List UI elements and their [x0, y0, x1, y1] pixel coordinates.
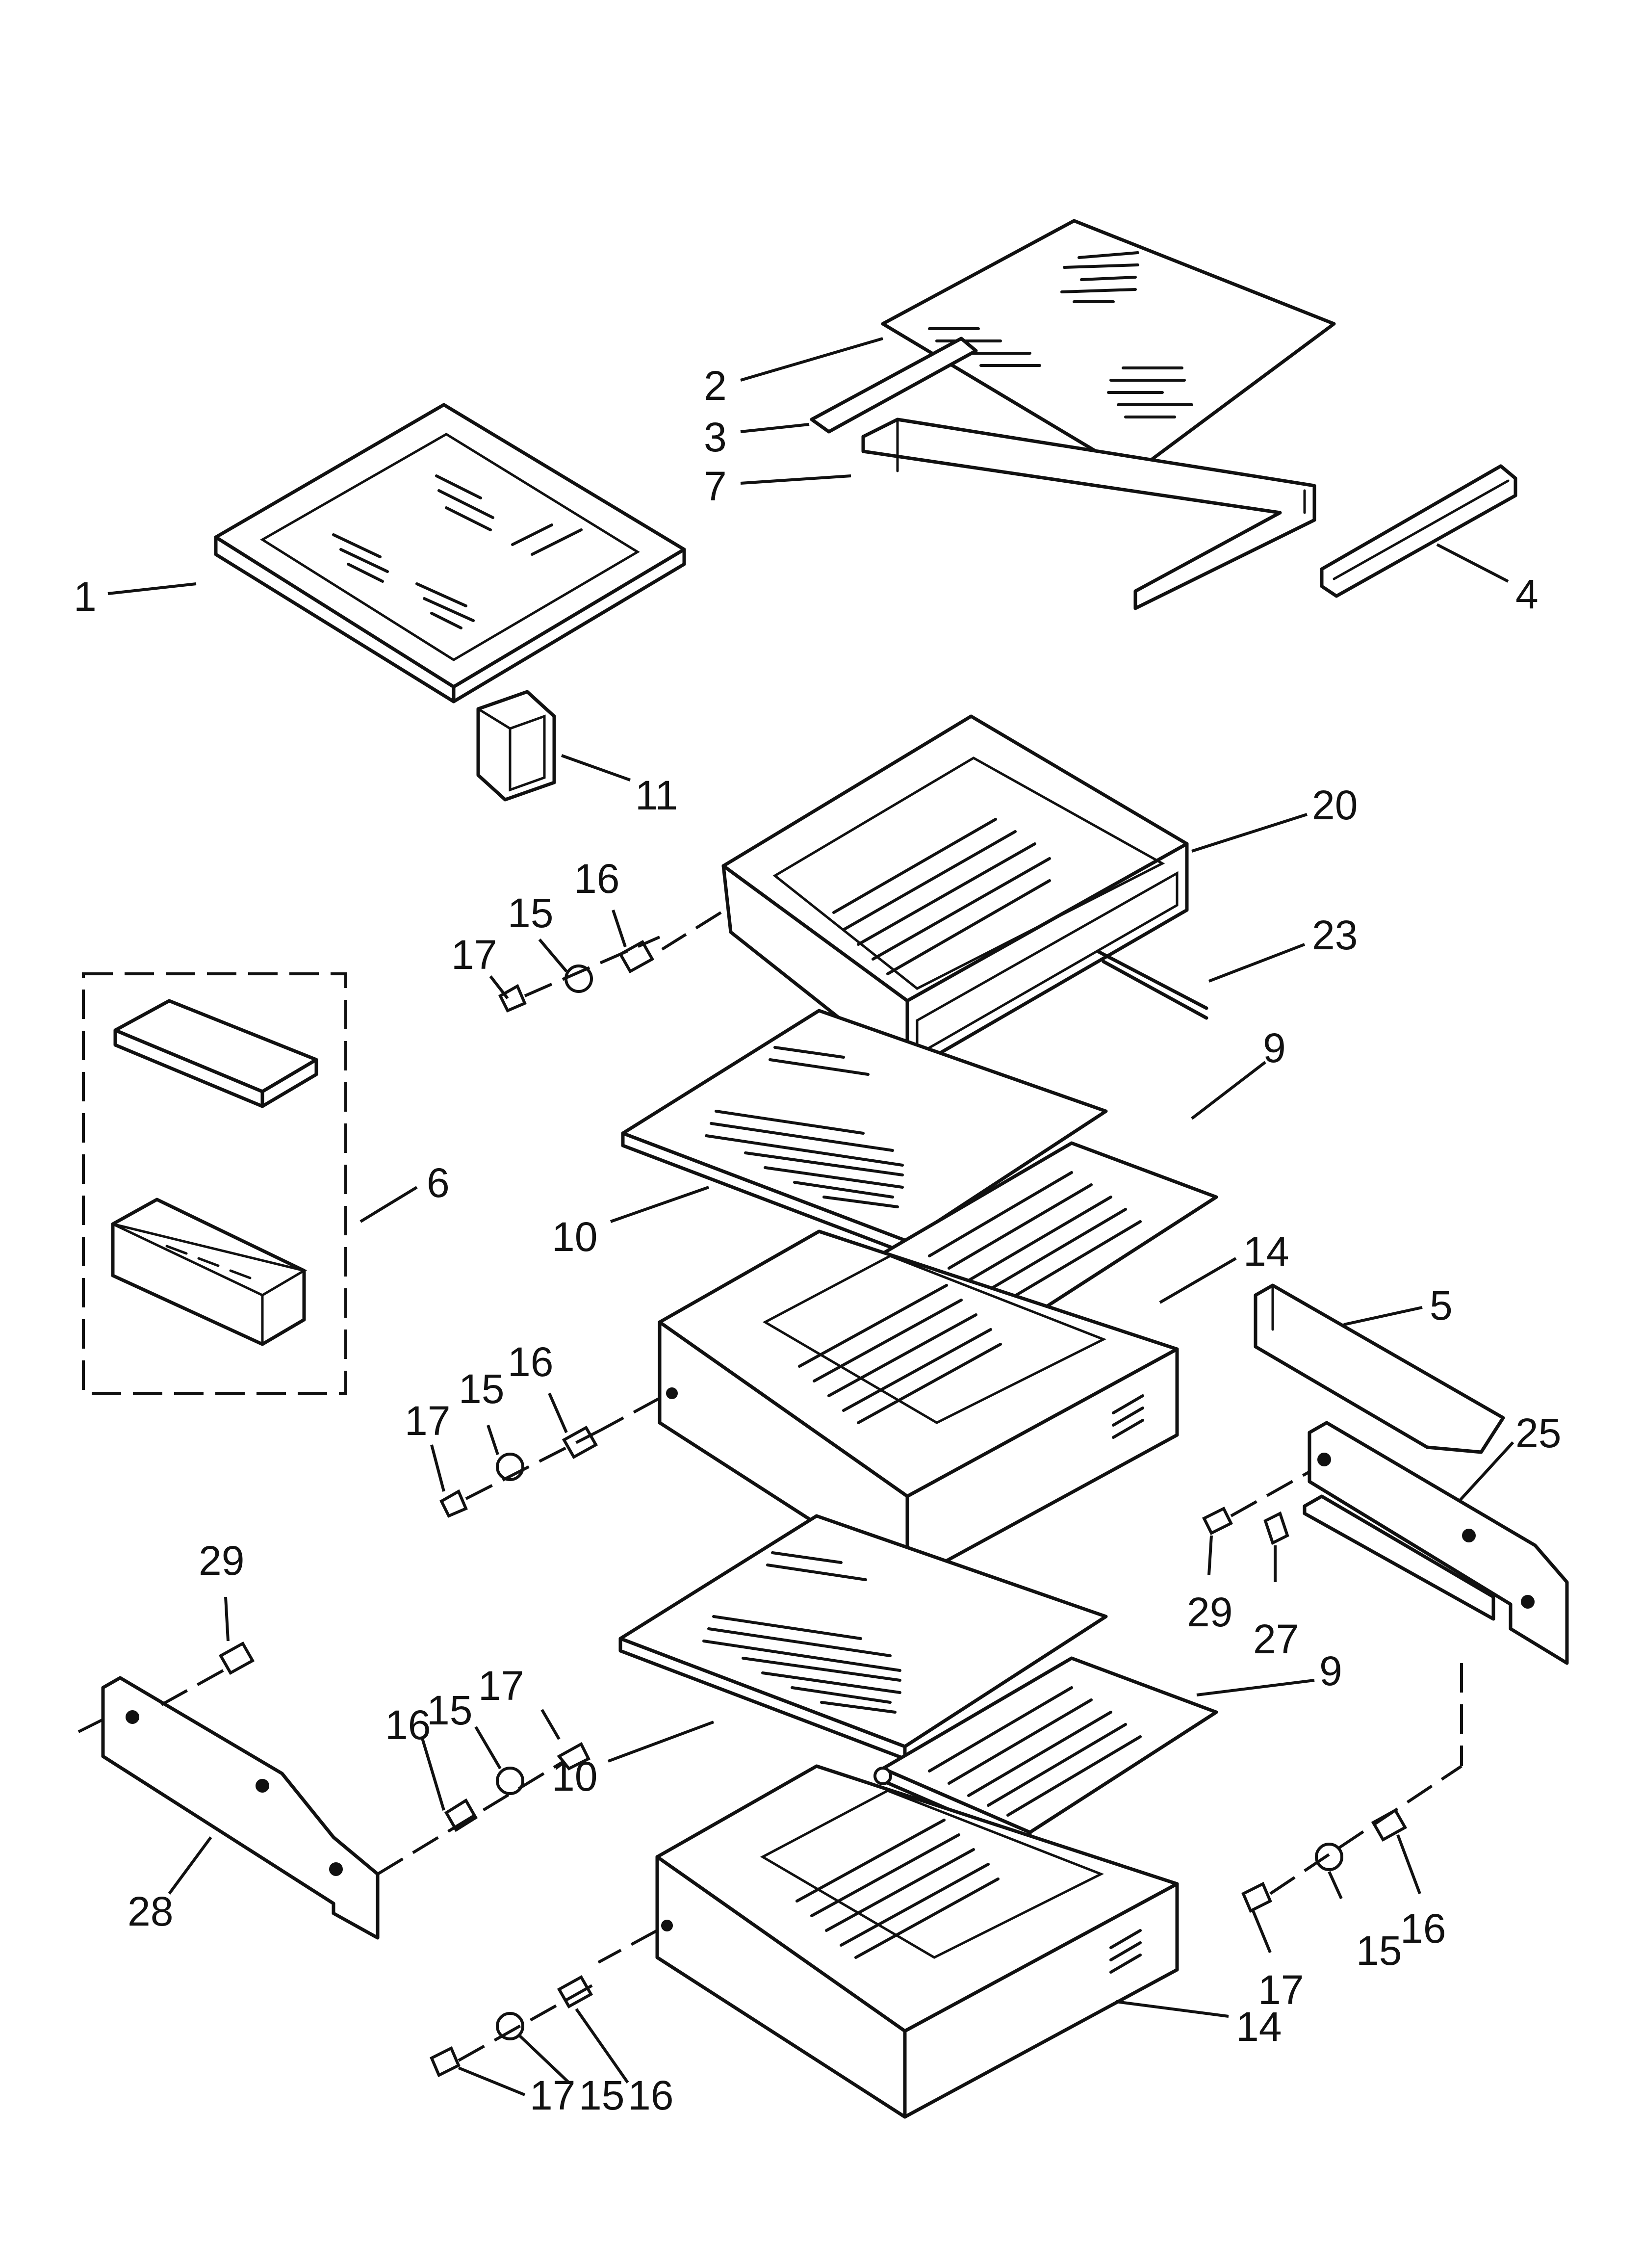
callout-27: 27	[1253, 1616, 1299, 1662]
callout-3: 3	[704, 414, 727, 460]
callout-29: 29	[199, 1538, 244, 1584]
callout-1: 1	[74, 574, 97, 620]
callout-10: 10	[552, 1753, 597, 1799]
bracket-part-11	[476, 690, 556, 802]
support-part-25	[1303, 1421, 1569, 1665]
crisper-part-20	[661, 714, 1189, 1074]
callout-14: 14	[1243, 1228, 1289, 1275]
rail-part-4	[1320, 464, 1517, 598]
callout-17: 17	[1258, 1967, 1304, 2013]
callout-15: 15	[459, 1366, 504, 1412]
frame-part-7	[810, 337, 1316, 610]
callout-4: 4	[1515, 571, 1539, 617]
callout-11: 11	[635, 772, 678, 818]
callout-16: 16	[385, 1702, 431, 1748]
hardware-part-27	[1263, 1511, 1289, 1545]
crisper-part-14-upper	[600, 1229, 1179, 1584]
callout-17: 17	[451, 932, 497, 978]
callout-15: 15	[579, 2072, 624, 2118]
hardware-stack-middle	[439, 1425, 602, 1518]
callout-7: 7	[704, 463, 727, 509]
leader-lines	[107, 337, 1514, 2096]
callout-20: 20	[1312, 782, 1358, 828]
callout-9: 9	[1263, 1025, 1286, 1071]
callout-6: 6	[427, 1160, 450, 1206]
callout-17: 17	[405, 1398, 450, 1444]
bin-kit-part-6	[82, 972, 347, 1395]
callout-15: 15	[1356, 1928, 1402, 1974]
hardware-stack-right-lower	[1241, 1765, 1462, 1913]
callout-25: 25	[1515, 1410, 1561, 1456]
callout-16: 16	[508, 1339, 553, 1385]
hardware-part-29-right	[1202, 1470, 1310, 1536]
hardware-stack-left-lower	[377, 1742, 591, 1876]
shelf-part-2-glass	[881, 219, 1336, 475]
callout-9: 9	[1319, 1648, 1342, 1694]
callout-15: 15	[427, 1687, 472, 1733]
callout-2: 2	[704, 363, 727, 409]
callout-16: 16	[628, 2072, 673, 2118]
callout-5: 5	[1430, 1282, 1453, 1329]
callout-10: 10	[552, 1214, 597, 1260]
callout-15: 15	[508, 890, 553, 936]
support-part-28	[77, 1676, 380, 1940]
callout-17: 17	[478, 1663, 524, 1709]
hardware-part-29-left	[156, 1641, 255, 1709]
callout-16: 16	[574, 856, 619, 902]
shelf-part-10-upper	[621, 1009, 1108, 1255]
callout-28: 28	[128, 1888, 173, 1934]
callout-labels: 1 2 3 7 4 11 20 23 16 15 17 9 6 10 14 5 …	[74, 363, 1561, 2118]
rail-part-5	[1254, 1283, 1505, 1454]
callout-17: 17	[530, 2072, 575, 2118]
hardware-stack-lower	[430, 1975, 599, 2078]
shelf-part-1	[214, 403, 686, 704]
callout-23: 23	[1312, 912, 1358, 958]
rod-part-23	[1097, 950, 1208, 1020]
crisper-part-14-lower	[597, 1764, 1179, 2119]
callout-14: 14	[1236, 2004, 1282, 2050]
hardware-stack-upper	[498, 936, 661, 1013]
callout-29: 29	[1187, 1589, 1232, 1635]
callout-16: 16	[1400, 1905, 1446, 1952]
